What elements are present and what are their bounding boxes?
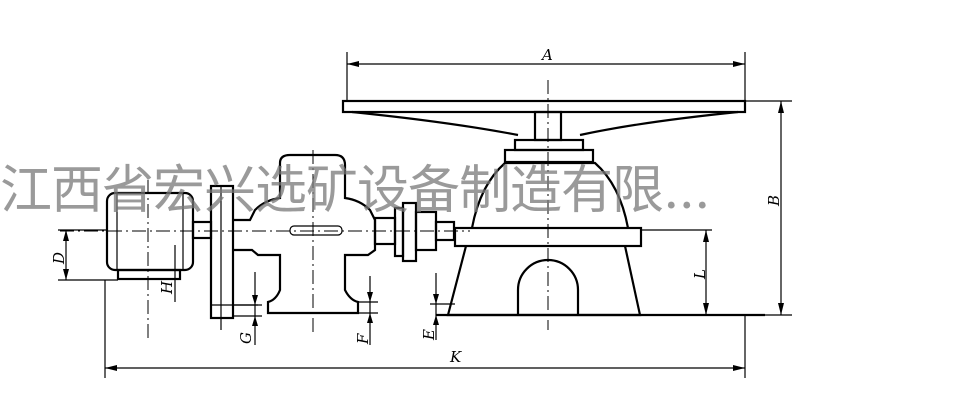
dimension-d: D <box>50 229 118 281</box>
watermark: 江西省宏兴选矿设备制造有限... <box>0 161 711 221</box>
dimension-l: L <box>640 229 712 315</box>
dimension-f: F <box>354 276 378 345</box>
motor <box>105 180 213 338</box>
label-g: G <box>237 332 255 344</box>
dimension-g: G <box>232 272 262 345</box>
label-l: L <box>691 269 709 280</box>
label-f: F <box>354 333 372 345</box>
dimension-h: H <box>158 245 176 302</box>
coupling <box>373 201 456 263</box>
top-plate <box>341 99 747 142</box>
dimension-a: A <box>346 46 746 100</box>
label-a: A <box>540 46 553 64</box>
dimension-k: K <box>104 280 746 378</box>
reducer <box>233 150 377 335</box>
dimension-e: E <box>420 273 455 341</box>
label-b: B <box>765 195 783 207</box>
dimension-b: B <box>745 100 792 316</box>
label-d: D <box>50 252 68 265</box>
label-h: H <box>158 280 176 295</box>
label-e: E <box>420 329 438 341</box>
label-k: K <box>449 348 462 366</box>
